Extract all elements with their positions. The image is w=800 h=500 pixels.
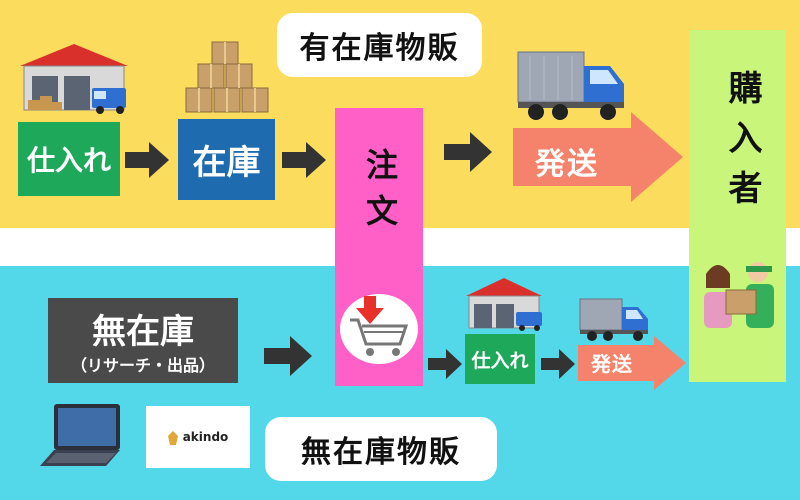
no-inventory-sublabel: （リサーチ・出品）	[70, 356, 215, 375]
shipping-label-bottom: 発送	[591, 352, 633, 376]
inventory-box: 在庫	[178, 119, 275, 200]
akindo-logo-icon	[167, 430, 178, 445]
purchase-box-bottom: 仕入れ	[465, 334, 535, 384]
owned-inventory-title: 有在庫物販	[277, 13, 482, 77]
truck-icon	[516, 48, 628, 122]
arrow-right-icon	[282, 140, 328, 180]
arrow-right-icon	[541, 348, 577, 380]
arrow-right-icon	[444, 130, 494, 174]
no-inventory-title: 無在庫物販	[265, 417, 497, 481]
akindo-logo: akindo	[146, 406, 250, 468]
akindo-logo-text: akindo	[182, 430, 229, 444]
laptop-icon	[36, 400, 128, 472]
arrow-right-icon	[428, 348, 464, 380]
boxes-icon	[182, 40, 274, 116]
purchase-box: 仕入れ	[18, 122, 120, 196]
shipping-label: 発送	[535, 147, 599, 182]
buyer-label: 購入者	[722, 70, 762, 220]
warehouse-icon	[462, 274, 546, 332]
no-inventory-label: 無在庫	[92, 312, 194, 352]
order-label: 注文	[361, 148, 399, 240]
truck-icon	[578, 296, 650, 342]
delivery-person-icon	[696, 248, 782, 334]
warehouse-icon	[14, 36, 134, 116]
shipping-arrow	[513, 112, 685, 202]
no-inventory-box	[48, 298, 238, 383]
arrow-right-icon	[264, 334, 314, 378]
shopping-cart-icon	[340, 294, 418, 364]
arrow-right-icon	[125, 140, 171, 180]
shipping-arrow-bottom	[578, 336, 688, 390]
